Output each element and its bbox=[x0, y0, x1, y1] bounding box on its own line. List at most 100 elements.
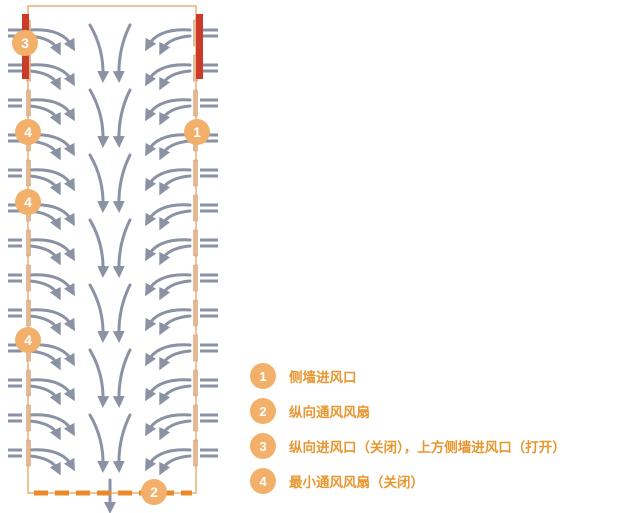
side-wall-inlet-left-7 bbox=[26, 264, 31, 292]
side-wall-inlet-left-10 bbox=[26, 369, 31, 397]
side-wall-inlet-left-6 bbox=[26, 229, 31, 257]
marker-label-m4c: 4 bbox=[24, 332, 32, 348]
side-wall-inlet-right-2 bbox=[193, 89, 198, 117]
legend-badge-1: 1 bbox=[250, 363, 276, 389]
airflow-center-right-3 bbox=[112, 218, 132, 278]
legend-item-3: 3 纵向进风口（关闭），上方侧墙进风口（打开） bbox=[250, 432, 566, 460]
airflow-right-arrow-4 bbox=[145, 168, 192, 192]
legend-item-2: 2 纵向通风风扇 bbox=[250, 397, 370, 425]
airflow-left-arrow-12 bbox=[28, 448, 75, 472]
legend-badge-4: 4 bbox=[250, 468, 276, 494]
airflow-left-short-1 bbox=[28, 69, 61, 91]
side-wall-inlet-right-12 bbox=[193, 439, 198, 467]
airflow-right-short-1 bbox=[159, 69, 192, 91]
airflow-right-arrow-6 bbox=[145, 238, 192, 262]
airflow-center-right-6 bbox=[112, 413, 132, 473]
airflow-right-short-3 bbox=[159, 139, 192, 161]
side-wall-inlet-right-6 bbox=[193, 229, 198, 257]
airflow-left-short-11 bbox=[28, 419, 61, 441]
airflow-left-arrow-4 bbox=[28, 168, 75, 192]
side-wall-inlet-right-5 bbox=[193, 194, 198, 222]
side-wall-inlet-right-8 bbox=[193, 299, 198, 327]
airflow-left-arrow-8 bbox=[28, 308, 75, 332]
airflow-center-left-1 bbox=[88, 88, 110, 148]
airflow-center-left-0 bbox=[88, 23, 110, 83]
airflow-center-left-5 bbox=[88, 348, 110, 408]
airflow-right-short-2 bbox=[159, 104, 192, 126]
airflow-right-short-8 bbox=[159, 314, 192, 336]
marker-label-m2: 2 bbox=[150, 484, 158, 500]
airflow-left-arrow-1 bbox=[28, 63, 75, 87]
side-wall-inlet-left-12 bbox=[26, 439, 31, 467]
side-wall-inlet-right-9 bbox=[193, 334, 198, 362]
airflow-right-arrow-0 bbox=[145, 28, 192, 52]
airflow-left-short-4 bbox=[28, 174, 61, 196]
side-wall-inlet-right-4 bbox=[193, 159, 198, 187]
legend-item-1: 1 侧墙进风口 bbox=[250, 362, 357, 390]
airflow-right-arrow-5 bbox=[145, 203, 192, 227]
airflow-right-short-7 bbox=[159, 279, 192, 301]
legend-label-tunnel-fan: 纵向通风风扇 bbox=[289, 405, 370, 420]
airflow-right-short-12 bbox=[159, 454, 192, 476]
airflow-right-short-0 bbox=[159, 34, 192, 56]
airflow-center-right-5 bbox=[112, 348, 132, 408]
legend-badge-3: 3 bbox=[250, 433, 276, 459]
airflow-left-short-9 bbox=[28, 349, 61, 371]
legend-badge-2: 2 bbox=[250, 398, 276, 424]
airflow-left-arrow-11 bbox=[28, 413, 75, 437]
airflow-left-arrow-2 bbox=[28, 98, 75, 122]
airflow-center-right-2 bbox=[112, 153, 132, 213]
airflow-left-short-6 bbox=[28, 244, 61, 266]
side-wall-inlet-right-7 bbox=[193, 264, 198, 292]
airflow-left-arrow-10 bbox=[28, 378, 75, 402]
airflow-right-arrow-8 bbox=[145, 308, 192, 332]
airflow-center-left-2 bbox=[88, 153, 110, 213]
legend-label-tunnel-inlet: 纵向进风口（关闭），上方侧墙进风口（打开） bbox=[289, 440, 566, 455]
side-wall-inlet-left-4 bbox=[26, 159, 31, 187]
airflow-left-short-10 bbox=[28, 384, 61, 406]
airflow-right-arrow-1 bbox=[145, 63, 192, 87]
side-wall-inlet-right-10 bbox=[193, 369, 198, 397]
airflow-right-short-9 bbox=[159, 349, 192, 371]
side-wall-inlet-left-8 bbox=[26, 299, 31, 327]
airflow-right-short-6 bbox=[159, 244, 192, 266]
airflow-left-short-8 bbox=[28, 314, 61, 336]
airflow-center-left-3 bbox=[88, 218, 110, 278]
airflow-center-left-4 bbox=[88, 283, 110, 343]
side-wall-inlet-right-11 bbox=[193, 404, 198, 432]
side-wall-inlet-left-11 bbox=[26, 404, 31, 432]
airflow-right-arrow-12 bbox=[145, 448, 192, 472]
diagram-markers: 3 1 4 4 4 2 bbox=[12, 30, 210, 505]
airflow-left-short-7 bbox=[28, 279, 61, 301]
airflow-center-right-4 bbox=[112, 283, 132, 343]
airflow-right-short-10 bbox=[159, 384, 192, 406]
airflow-left-arrow-0 bbox=[28, 28, 75, 52]
airflow-arrows bbox=[8, 23, 218, 513]
airflow-right-arrow-11 bbox=[145, 413, 192, 437]
marker-label-m4b: 4 bbox=[24, 194, 32, 210]
airflow-right-short-4 bbox=[159, 174, 192, 196]
airflow-right-short-11 bbox=[159, 419, 192, 441]
marker-badge-m4b bbox=[15, 189, 41, 215]
legend-label-min-vent-fan: 最小通风风扇（关闭） bbox=[289, 475, 424, 490]
marker-label-m3: 3 bbox=[21, 35, 29, 51]
legend-item-4: 4 最小通风风扇（关闭） bbox=[250, 467, 424, 495]
airflow-right-short-5 bbox=[159, 209, 192, 231]
airflow-right-arrow-7 bbox=[145, 273, 192, 297]
marker-label-m4a: 4 bbox=[24, 124, 32, 140]
legend-label-side-wall-inlet: 侧墙进风口 bbox=[289, 370, 357, 385]
marker-label-m1: 1 bbox=[193, 124, 201, 140]
marker-badge-m4c bbox=[15, 327, 41, 353]
airflow-left-arrow-6 bbox=[28, 238, 75, 262]
marker-badge-m3 bbox=[12, 30, 38, 56]
airflow-center-right-0 bbox=[112, 23, 132, 83]
airflow-right-arrow-9 bbox=[145, 343, 192, 367]
airflow-left-short-2 bbox=[28, 104, 61, 126]
airflow-left-arrow-7 bbox=[28, 273, 75, 297]
airflow-right-arrow-10 bbox=[145, 378, 192, 402]
airflow-center-right-1 bbox=[112, 88, 132, 148]
airflow-center-left-6 bbox=[88, 413, 110, 473]
airflow-right-arrow-2 bbox=[145, 98, 192, 122]
airflow-left-short-12 bbox=[28, 454, 61, 476]
